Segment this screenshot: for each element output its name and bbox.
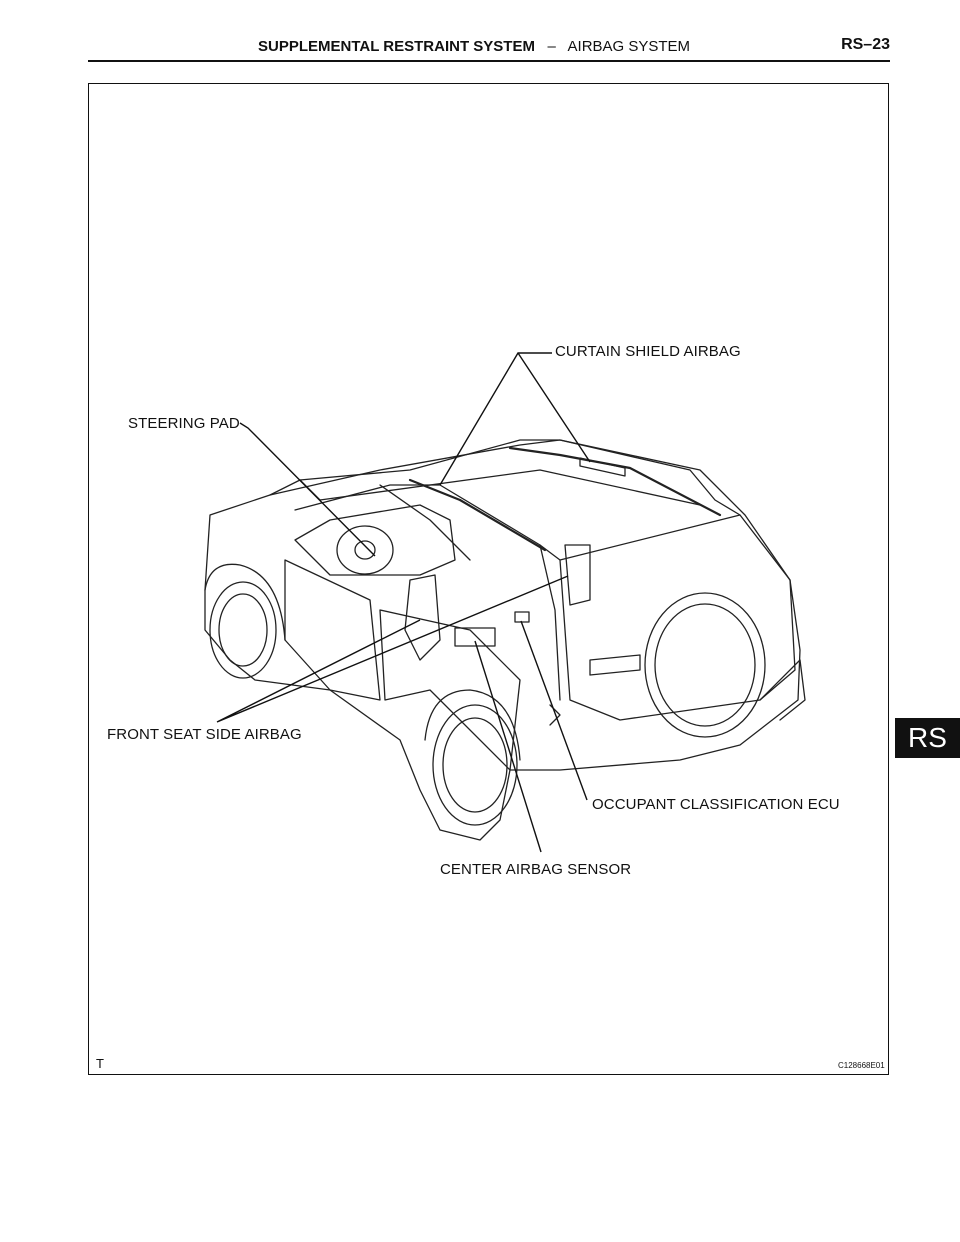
label-curtain-shield-airbag: CURTAIN SHIELD AIRBAG bbox=[555, 343, 741, 360]
leader-sensor bbox=[474, 640, 542, 853]
spare-tire bbox=[644, 592, 766, 738]
steering-wheel bbox=[336, 525, 394, 575]
header-rule bbox=[88, 60, 890, 62]
windshield bbox=[294, 484, 561, 561]
section-tab: RS bbox=[895, 718, 960, 758]
figure-id: C128668E01 bbox=[838, 1061, 885, 1070]
section-title-separator: – bbox=[547, 38, 556, 55]
dashboard bbox=[294, 504, 456, 576]
curtain-airbag-rail bbox=[408, 478, 547, 552]
vehicle-body-outline bbox=[204, 439, 801, 841]
corner-mark: T bbox=[96, 1056, 104, 1071]
label-center-airbag-sensor: CENTER AIRBAG SENSOR bbox=[440, 861, 632, 878]
vehicle-roof bbox=[269, 439, 741, 516]
section-title-bold: SUPPLEMENTAL RESTRAINT SYSTEM bbox=[258, 38, 535, 55]
leader-steering bbox=[239, 422, 376, 557]
occupant-ecu-unit bbox=[514, 611, 530, 623]
rear-seat bbox=[564, 544, 591, 606]
section-title: SUPPLEMENTAL RESTRAINT SYSTEM – AIRBAG S… bbox=[258, 38, 690, 55]
leader-ecu bbox=[520, 620, 588, 801]
figure-frame bbox=[88, 83, 889, 1075]
front-seat bbox=[404, 574, 441, 661]
label-steering-pad: STEERING PAD bbox=[128, 415, 240, 432]
rear-hatch bbox=[559, 514, 796, 721]
front-wheel bbox=[209, 581, 277, 679]
leader-side-airbag bbox=[216, 575, 569, 723]
front-door-opening bbox=[284, 559, 381, 701]
page-header: SUPPLEMENTAL RESTRAINT SYSTEM – AIRBAG S… bbox=[88, 30, 890, 62]
center-airbag-sensor-unit bbox=[454, 627, 496, 647]
label-occupant-classification-ecu: OCCUPANT CLASSIFICATION ECU bbox=[592, 796, 840, 813]
rear-wheel bbox=[432, 704, 518, 826]
rear-door-opening bbox=[379, 609, 521, 771]
label-front-seat-side-airbag: FRONT SEAT SIDE AIRBAG bbox=[107, 726, 302, 743]
leader-curtain bbox=[439, 352, 591, 486]
page-number: RS–23 bbox=[841, 36, 890, 53]
section-title-rest: AIRBAG SYSTEM bbox=[567, 38, 691, 55]
